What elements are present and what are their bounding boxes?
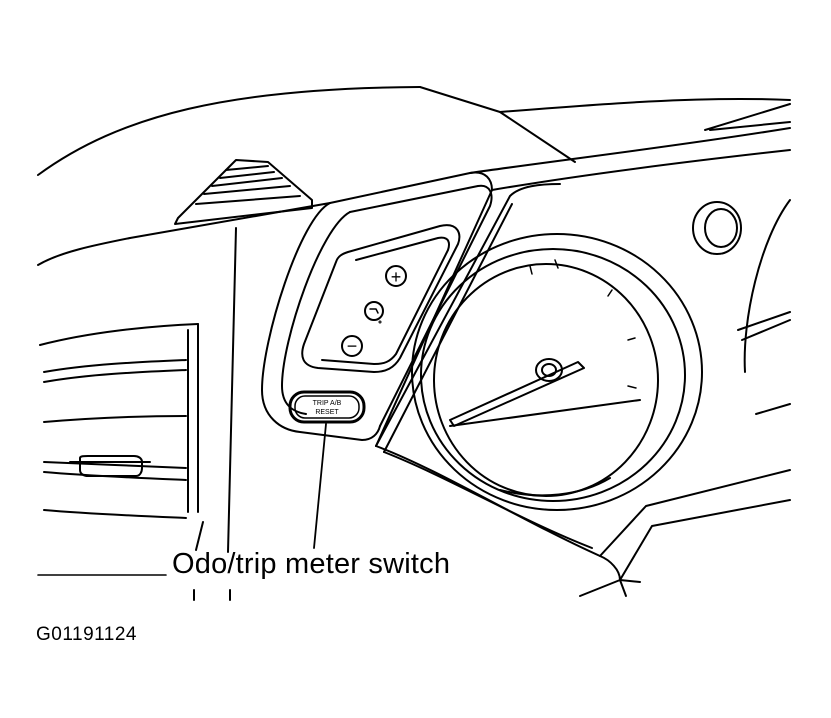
switch-panel-recess-inner [321, 236, 450, 365]
cluster-base-right [599, 469, 791, 557]
dash-seam-1 [227, 227, 237, 553]
figure-id: G01191124 [36, 624, 137, 645]
switch-panel-recess [301, 224, 461, 373]
plus-button[interactable]: + [385, 265, 407, 287]
reset-button-text-line2: RESET [315, 409, 339, 416]
cluster-hood-ridge-2 [491, 149, 791, 191]
needle-hub [535, 358, 563, 382]
right-gauge-line-2 [741, 319, 791, 341]
gauge-cluster-bezel [375, 183, 621, 581]
right-gauge-edge [743, 199, 791, 373]
dash-upper-rim [499, 97, 791, 113]
windshield-line [37, 86, 421, 176]
callout-leader-line [313, 423, 327, 549]
dimmer-button[interactable] [364, 301, 384, 324]
dash-left-edge [129, 202, 331, 239]
air-vent [39, 323, 199, 519]
trip-knob [692, 201, 742, 255]
cluster-hood-outer [329, 171, 493, 447]
right-gauge-line-3 [755, 403, 791, 415]
reset-button-text-line1: TRIP A/B [313, 400, 342, 407]
minus-button[interactable]: − [341, 335, 363, 357]
cluster-base-tick [619, 579, 627, 597]
plus-symbol: + [391, 267, 402, 287]
odo-trip-meter-switch[interactable]: TRIP A/B RESET [288, 390, 366, 424]
cluster-hood-top-ridge [469, 127, 791, 174]
dash-seam-2 [195, 521, 204, 551]
dash-upper-rim-detail [704, 103, 791, 131]
speedometer [411, 233, 703, 511]
defroster-vent [174, 159, 313, 225]
cluster-base-bottom [579, 579, 641, 597]
minus-symbol: − [347, 336, 358, 356]
cluster-base-right-2 [619, 499, 791, 581]
odo-trip-meter-switch-label: Odo/trip meter switch [172, 548, 451, 580]
dash-top-contour [419, 86, 576, 163]
vent-tab [79, 455, 143, 477]
speedometer-needle [449, 361, 585, 427]
dash-left-top [37, 237, 131, 266]
right-gauge-line-1 [737, 311, 791, 331]
